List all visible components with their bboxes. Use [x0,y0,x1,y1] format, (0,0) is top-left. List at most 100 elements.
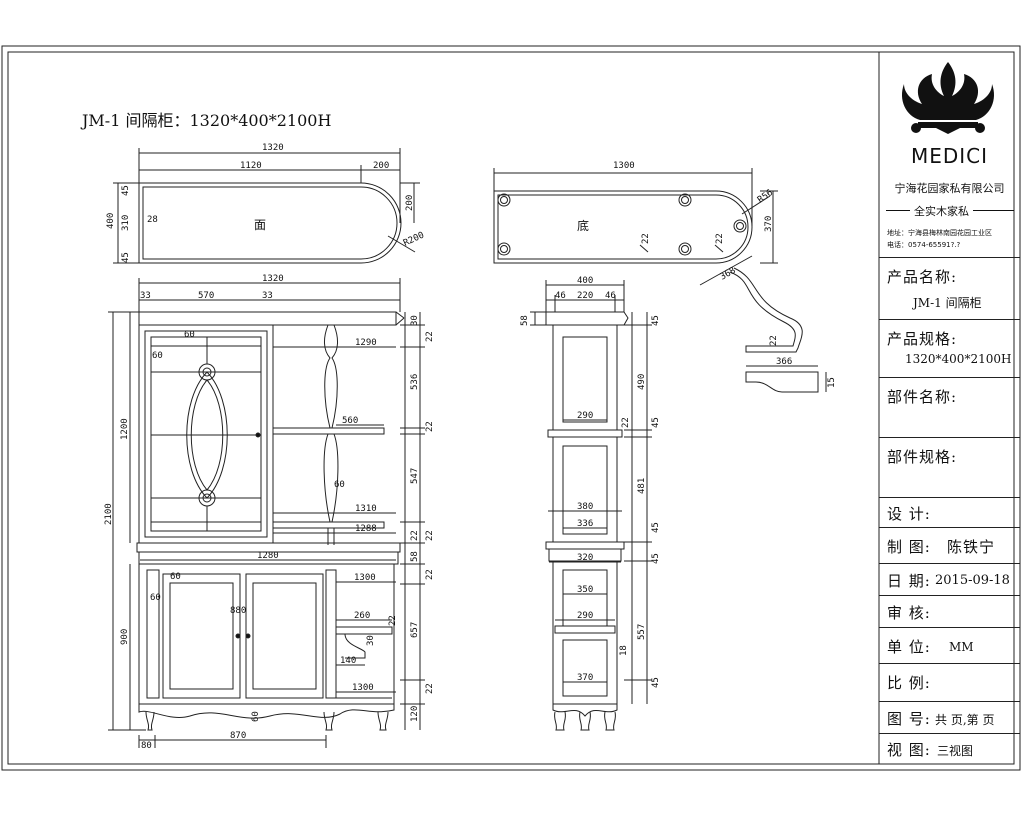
product-spec-value: 1320*400*2100H [905,352,1012,366]
review-label: 审 核: [887,604,931,622]
dim-side-220: 220 [577,291,593,301]
date-label: 日 期: [887,572,931,590]
dim-front-1300b: 1300 [352,683,374,693]
view-label: 视 图: [887,741,931,759]
dim-bot-15: 15 [827,377,837,388]
tb-row-view: 视 图: 三视图 [879,734,1020,764]
dim-front-30: 30 [366,635,376,646]
view-value: 三视图 [937,744,974,758]
dim-top-200: 200 [373,161,389,171]
dim-sr-45a: 45 [651,315,661,326]
dim-fr-22d: 22 [425,530,435,541]
product-name-label: 产品名称: [887,268,958,286]
dim-front-33a: 33 [140,291,151,301]
top-view [113,148,420,264]
dim-front-1288: 1288 [355,524,377,534]
dim-side-350: 350 [577,585,593,595]
bottom-view [493,168,827,393]
dim-front-1280: 1280 [257,551,279,561]
scale-label: 比 例: [887,674,931,692]
dim-front-870: 870 [230,731,246,741]
dim-sr-45d: 45 [651,553,661,564]
dim-bot-22a: 22 [641,233,651,244]
dim-front-880: 880 [230,606,246,616]
company-address: 地址：宁海县梅林南园花园工业区 [887,229,992,237]
fleur-de-lis-logo-icon [901,62,995,134]
company-phone: 电话：0574-65591?.? [887,241,961,249]
dim-fr-22f: 22 [388,615,398,626]
dim-top-r200: R200 [402,230,426,248]
dim-top-45a: 45 [121,185,131,196]
dim-front-60c: 60 [334,480,345,490]
product-spec-label: 产品规格: [887,330,958,348]
product-name-value: JM-1 间隔柜 [913,296,982,310]
dim-side-320: 320 [577,553,593,563]
dim-fr-22g: 22 [425,683,435,694]
dim-bot-22c: 22 [769,335,779,346]
dim-side-380: 380 [577,502,593,512]
dim-side-400: 400 [577,276,593,286]
dim-top-28: 28 [147,215,158,225]
dim-top-45b: 45 [121,252,131,263]
tb-row-design: 设 计: [879,498,1020,528]
dim-front-560: 560 [342,416,358,426]
tb-row-product-spec: 产品规格: 1320*400*2100H [879,320,1020,378]
slogan: 全实木家私 [910,203,973,219]
tb-row-review: 审 核: [879,596,1020,628]
company-name: 宁海花园家私有限公司 [894,182,1005,195]
tb-row-part-spec: 部件规格: [879,438,1020,498]
tb-row-sheet: 图 号: 共 页,第 页 [879,702,1020,734]
dim-fr-547: 547 [410,468,420,484]
dim-top-400: 400 [106,213,116,229]
dim-front-33b: 33 [262,291,273,301]
part-name-label: 部件名称: [887,388,958,406]
dim-top-1120: 1120 [240,161,262,171]
dim-front-900: 900 [120,629,130,645]
drafter-label: 制 图: [887,538,931,556]
dim-side-290b: 290 [577,611,593,621]
dim-fr-22a: 22 [425,331,435,342]
front-view [108,278,425,748]
dim-front-2100: 2100 [104,503,114,525]
unit-label: 单 位: [887,638,931,656]
dim-sr-45c: 45 [651,522,661,533]
dim-bot-370: 370 [764,216,774,232]
dim-top-310: 310 [121,215,131,231]
dim-front-60b: 60 [152,351,163,361]
part-spec-label: 部件规格: [887,448,958,466]
dim-fr-536: 536 [410,374,420,390]
sheet-value: 共 页,第 页 [935,713,995,727]
dim-front-60e: 60 [150,593,161,603]
dim-fr-22c: 22 [410,530,420,541]
dim-fr-22b: 22 [425,421,435,432]
dim-sr-490: 490 [637,374,647,390]
tb-row-date: 日 期: 2015-09-18 [879,564,1020,596]
sheet-label: 图 号: [887,710,931,728]
dim-front-60f: 60 [251,711,261,722]
tb-row-product-name: 产品名称: JM-1 间隔柜 [879,258,1020,320]
dim-side-46b: 46 [605,291,616,301]
side-view [530,280,652,731]
dim-fr-657: 657 [410,622,420,638]
dim-side-18: 18 [619,645,629,656]
brand-name: MEDICI [910,144,989,168]
dim-front-80: 80 [141,741,152,751]
dim-sr-22a: 22 [621,417,631,428]
dim-sr-557: 557 [637,624,647,640]
drawing-title: JM-1 间隔柜：1320*400*2100H [82,111,332,130]
dim-top-200v: 200 [405,195,415,211]
unit-value: MM [949,640,974,654]
dim-fr-58: 58 [410,551,420,562]
dim-front-260: 260 [354,611,370,621]
dim-fr-120: 120 [410,706,420,722]
dim-side-290a: 290 [577,411,593,421]
top-view-label: 面 [254,218,266,232]
tb-row-part-name: 部件名称: [879,378,1020,438]
dim-side-370: 370 [577,673,593,683]
dim-sr-45e: 45 [651,677,661,688]
tb-row-scale: 比 例: [879,664,1020,702]
dim-front-1320: 1320 [262,274,284,284]
dim-bot-22b: 22 [715,233,725,244]
dim-bot-366: 366 [776,357,792,367]
